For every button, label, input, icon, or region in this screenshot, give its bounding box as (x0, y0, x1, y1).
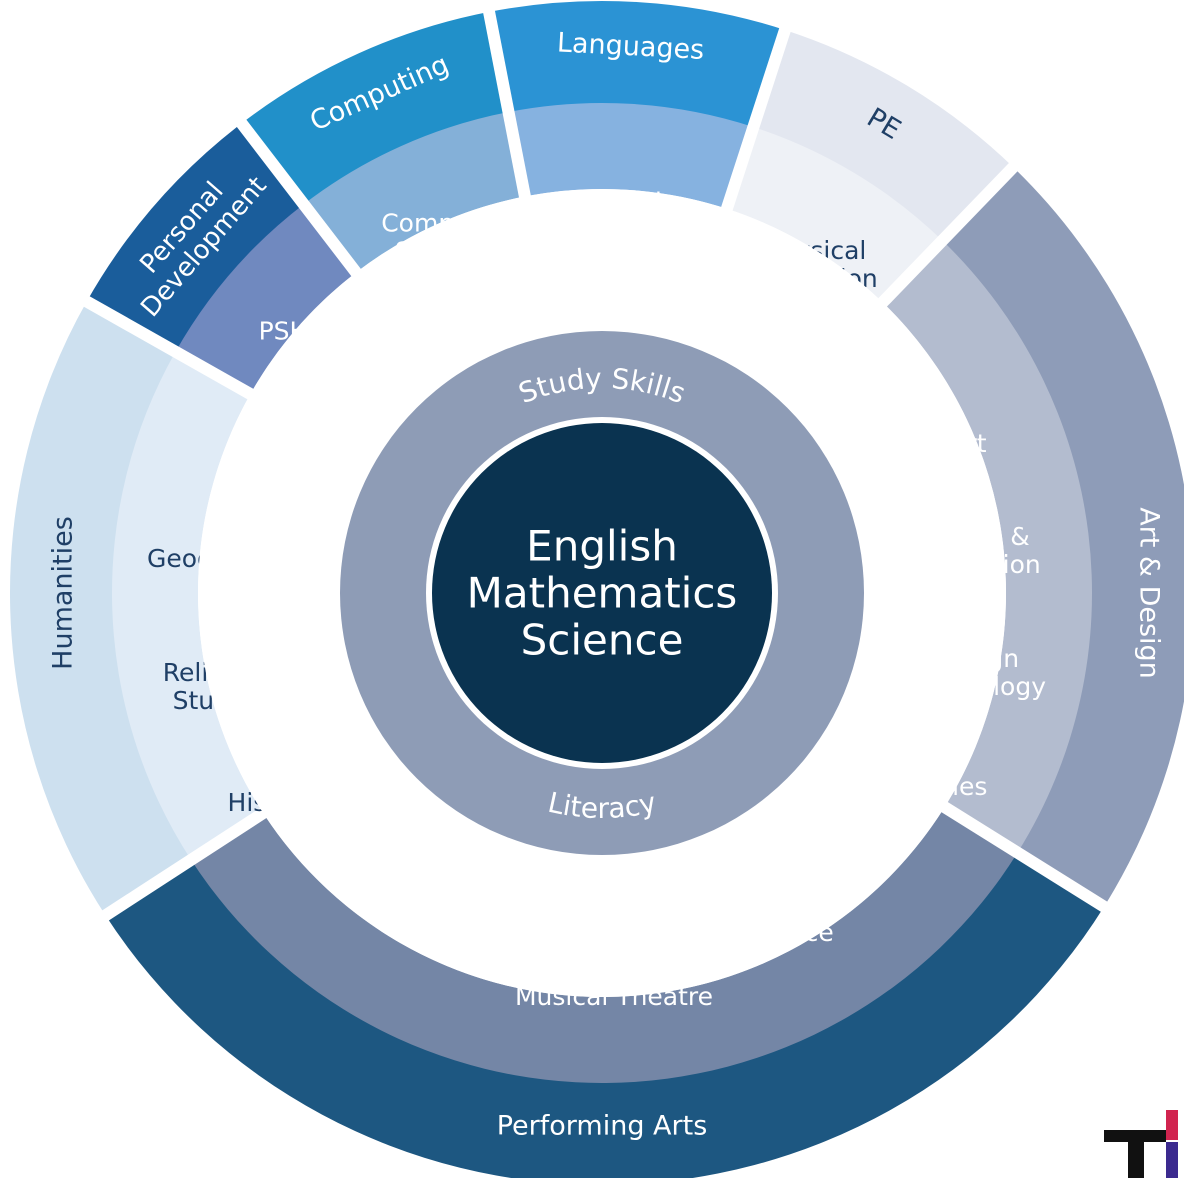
segment-performing-arts-title-line: Performing Arts (497, 1110, 708, 1141)
core-subjects-line: Science (521, 616, 684, 665)
segment-divider (76, 292, 259, 403)
segment-languages-title-line: Languages (556, 27, 705, 66)
segment-divider (936, 798, 1115, 917)
brand-logo-stem (1128, 1130, 1144, 1178)
segment-humanities-outer (9, 301, 193, 916)
segment-performing-arts-title: Performing Arts (497, 1110, 708, 1141)
segment-languages-inner (508, 103, 754, 209)
segment-divider (481, 2, 532, 204)
segment-performing-arts-outer (105, 851, 1105, 1178)
segment-humanities-title: Humanities (47, 516, 78, 670)
core-subjects-line: Mathematics (467, 569, 738, 618)
segment-languages-title: Languages (556, 27, 705, 66)
segment-computing-outer (241, 11, 509, 206)
ring-label-literacy: Literacy (545, 786, 659, 825)
segment-art-design-inner (882, 240, 1092, 853)
segment-pe-inner (726, 126, 943, 303)
segment-performing-arts-inner (191, 807, 1018, 1083)
brand-logo (1094, 1108, 1184, 1178)
segment-art-design-title: Art & Design (1134, 507, 1165, 679)
ring-label-literacy-path: Literacy (545, 786, 659, 825)
core-subjects-line: English (526, 522, 678, 571)
segment-languages-outer (489, 0, 785, 129)
segment-humanities-title-line: Humanities (47, 516, 78, 670)
segment-personal-development-inner (175, 204, 357, 395)
segment-art-design-title-line: Art & Design (1134, 507, 1165, 679)
segment-pe-outer (752, 29, 1014, 242)
core-disc (432, 423, 772, 763)
segment-computing-inner (303, 112, 525, 273)
segment-divider (719, 20, 794, 217)
brand-logo-accent-2 (1166, 1142, 1178, 1178)
outer-ring: PersonalDevelopmentComputingLanguagesPEA… (9, 0, 1184, 1178)
brand-logo-accent (1166, 1110, 1178, 1140)
segment-personal-development-outer (86, 123, 305, 353)
segment-art-design-outer (940, 167, 1184, 907)
segment-humanities-inner (112, 351, 264, 860)
segment-divider (231, 113, 365, 281)
segment-divider (95, 804, 272, 925)
segment-divider (874, 157, 1024, 311)
